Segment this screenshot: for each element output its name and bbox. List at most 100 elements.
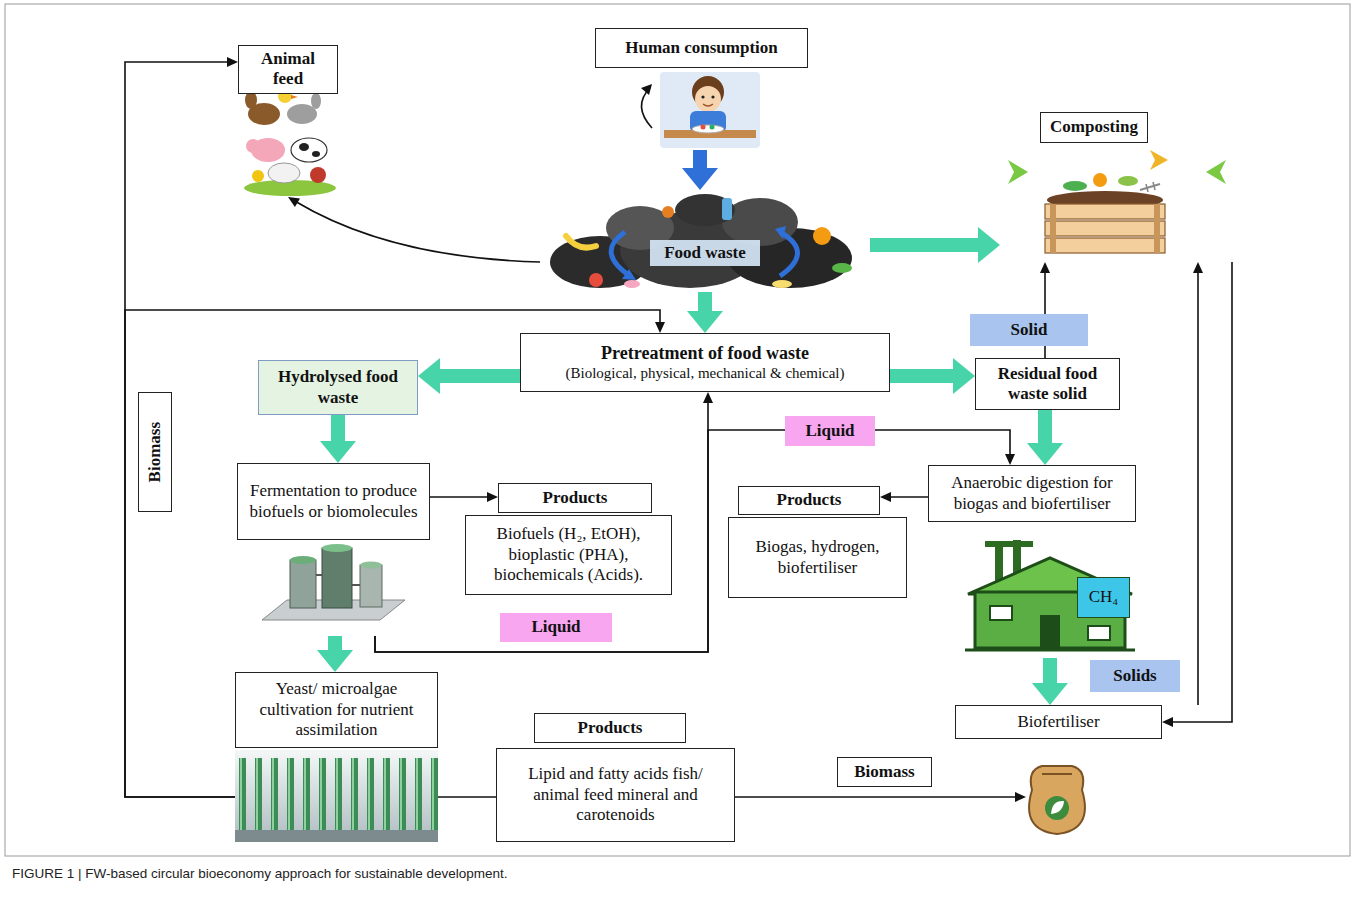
fermenter-plant-part <box>322 544 352 552</box>
stream-tag: Biomass <box>837 757 932 787</box>
digester-plant-part <box>985 541 1033 547</box>
compost-bin-part <box>1045 221 1165 236</box>
food-waste-pile-part <box>813 227 831 245</box>
box-label: Hydrolysed food waste <box>265 367 411 408</box>
connector-line <box>296 202 540 263</box>
box-label: Biogas, hydrogen, biofertiliser <box>735 537 900 578</box>
process-box: Hydrolysed food waste <box>258 360 418 415</box>
arrow-head <box>703 392 713 403</box>
box-label: Solids <box>1113 666 1156 686</box>
connector-line <box>889 496 928 498</box>
photobioreactor-photo-part <box>235 750 438 842</box>
food-waste-pile-part <box>662 206 674 218</box>
digester-plant <box>965 540 1135 650</box>
connector <box>890 358 975 394</box>
connector <box>375 430 1015 652</box>
heading-box: Products <box>534 713 686 743</box>
connector <box>317 636 353 672</box>
figure-frame <box>5 4 1350 856</box>
connector-line <box>430 496 489 498</box>
connector <box>682 150 718 190</box>
food-waste-pile-part <box>566 236 596 248</box>
arrow-head <box>317 650 353 672</box>
compost-bin-part <box>1206 160 1226 184</box>
box-label: Liquid <box>531 617 580 637</box>
arrow-head <box>1162 717 1173 727</box>
arrow-head <box>1027 443 1063 465</box>
compost-bin <box>1008 150 1226 253</box>
compost-bin-part <box>1063 181 1087 191</box>
fermenter-plant-part <box>360 562 382 569</box>
connector-line <box>331 415 345 445</box>
box-label: CH₄ <box>1089 587 1119 607</box>
fermenter-plant <box>262 544 405 620</box>
arrow-head <box>978 227 1000 263</box>
connector <box>880 492 928 502</box>
waste-label: Food waste <box>540 190 870 292</box>
compost-bin-part <box>1118 176 1138 186</box>
arrow-head <box>880 492 891 502</box>
compost-bin-part <box>1146 184 1148 192</box>
food-waste-pile-part <box>622 269 636 280</box>
connector-line <box>125 62 235 797</box>
digester-plant-part <box>1040 615 1060 648</box>
digester-plant-part <box>1088 626 1110 640</box>
food-waste-pile-part <box>780 232 798 276</box>
arrow-head <box>1193 262 1203 273</box>
digester-plant-part <box>990 606 1012 620</box>
output-box: Animal feed <box>238 45 338 197</box>
stream-tag: Liquid <box>500 613 612 642</box>
compost-bin-part <box>1008 160 1028 184</box>
child-eating-picture <box>660 72 760 148</box>
animals-picture-part <box>287 104 317 124</box>
arrow-head <box>418 358 440 394</box>
food-waste-pile-part <box>611 232 630 276</box>
process-box: Anaerobic digestion for biogas and biofe… <box>928 465 1136 658</box>
box-label: Anaerobic digestion for biogas and biofe… <box>928 465 1136 522</box>
animals-picture-part <box>299 143 309 151</box>
arrow-head <box>1005 454 1015 465</box>
box-label: Animal feed <box>238 45 338 94</box>
animals-picture-part <box>268 163 300 183</box>
connector <box>125 57 238 797</box>
connector <box>1032 658 1068 705</box>
stream-tag: Liquid <box>785 416 875 446</box>
connector <box>418 358 520 394</box>
fermenter-plant-part <box>352 584 360 586</box>
connector <box>1193 262 1203 705</box>
connector-line <box>438 796 496 798</box>
compost-bin-part <box>1140 184 1160 190</box>
process-box: Composting <box>1000 112 1240 262</box>
food-waste-pile-part <box>772 280 792 288</box>
arrow-head <box>288 197 300 207</box>
digester-plant-part <box>965 649 1135 652</box>
connector <box>288 197 540 262</box>
connector-line <box>1043 658 1057 687</box>
animals-picture <box>244 89 336 196</box>
process-box: Fermentation to produce biofuels or biom… <box>237 463 430 636</box>
stream-tag: Biomass <box>138 392 172 512</box>
figure-caption: FIGURE 1 | FW-based circular bioeconomy … <box>12 866 508 881</box>
arrow-head <box>320 441 356 463</box>
connector <box>1162 262 1232 727</box>
arrow-head <box>1040 262 1050 273</box>
connector-line <box>890 369 957 383</box>
fertiliser-bag-part <box>1042 773 1072 775</box>
fermenter-plant-part <box>360 565 382 607</box>
food-waste-pile-part <box>722 198 732 220</box>
box-label: Lipid and fatty acids fish/ animal feed … <box>503 764 728 825</box>
animals-picture-part <box>291 138 327 162</box>
child-eating-picture-part <box>701 125 706 130</box>
fermenter-plant-part <box>290 560 316 608</box>
child-eating-picture-part <box>695 86 721 112</box>
source-box: Human consumption <box>595 28 808 150</box>
arrow-head <box>687 311 723 333</box>
return-arrow-part <box>641 84 652 95</box>
heading-box: Products <box>498 483 652 513</box>
fermenter-plant-part <box>290 556 316 564</box>
return-arrow-part <box>641 88 652 128</box>
compost-bin-part <box>1150 150 1168 170</box>
photobioreactor-photo <box>235 750 438 842</box>
box-label: Biomass <box>145 422 165 482</box>
